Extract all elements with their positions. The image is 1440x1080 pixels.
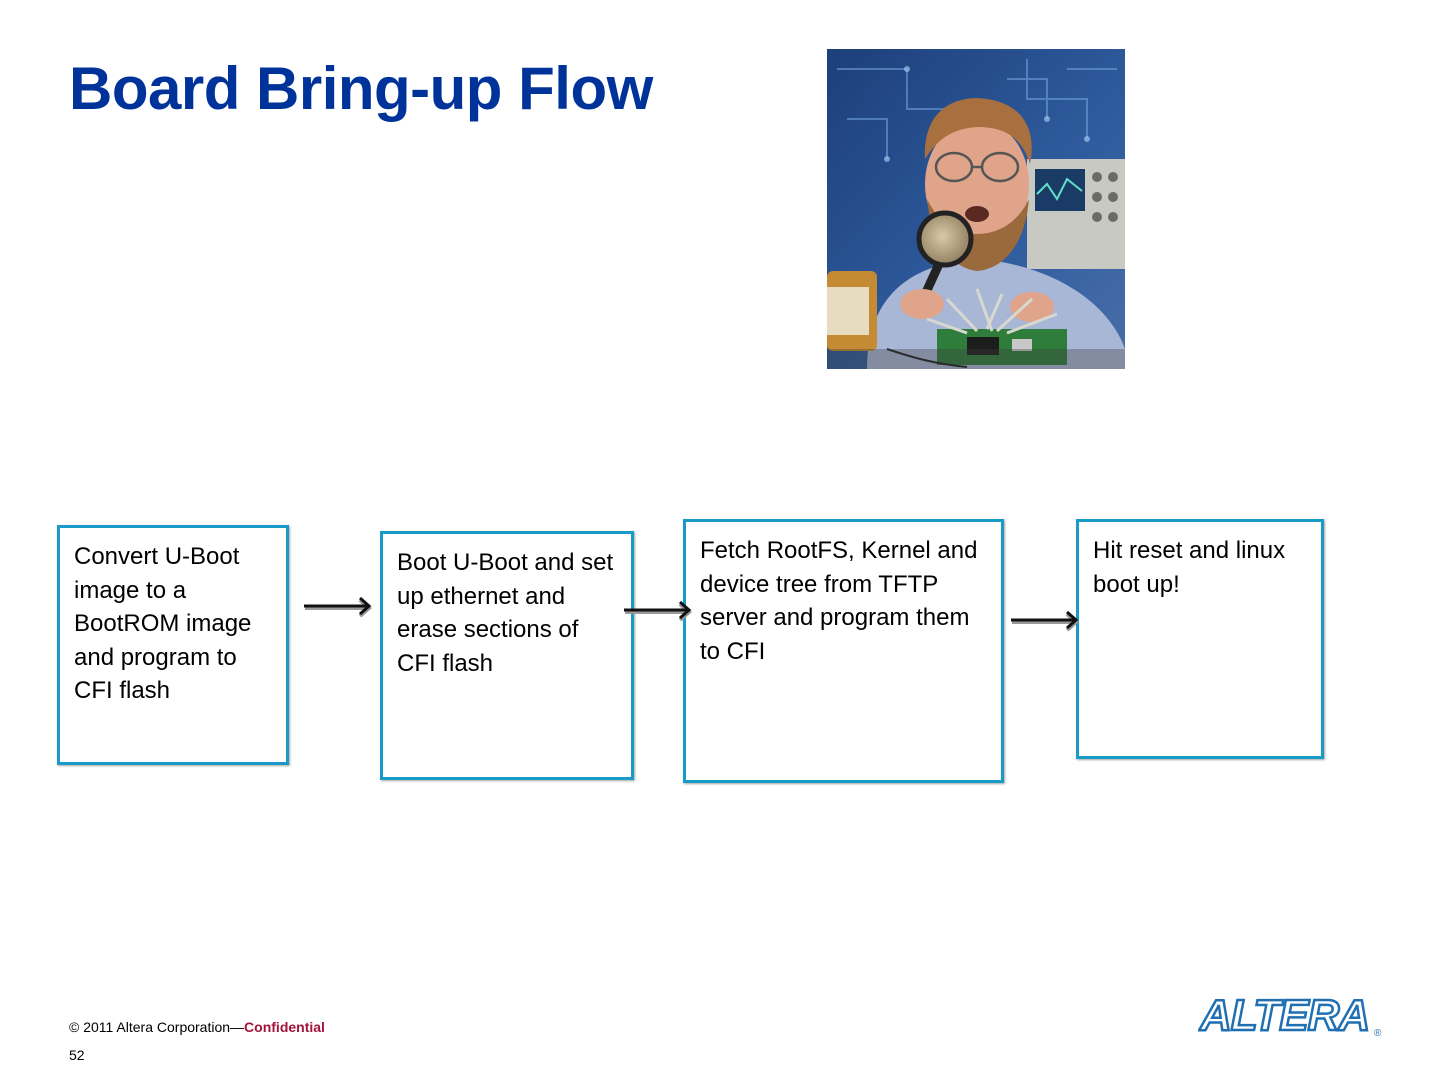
right-arrow-icon: [302, 594, 376, 618]
flow-step-4-box: Hit reset and linux boot up!: [1076, 519, 1324, 759]
right-arrow-icon: [622, 598, 696, 622]
registered-mark: ®: [1374, 1028, 1382, 1038]
page-number: 52: [69, 1047, 85, 1063]
logo-text: ALTERA: [1199, 992, 1369, 1038]
flow-step-2-box: Boot U-Boot and set up ethernet and eras…: [380, 531, 634, 780]
engineer-photo: [827, 49, 1125, 369]
right-arrow-icon: [1009, 608, 1083, 632]
flow-step-1-box: Convert U-Boot image to a BootROM image …: [57, 525, 289, 765]
altera-logo: ALTERA ®: [1198, 992, 1388, 1038]
copyright-text: © 2011 Altera Corporation—: [69, 1019, 244, 1035]
flow-step-3-box: Fetch RootFS, Kernel and device tree fro…: [683, 519, 1004, 783]
slide-title: Board Bring-up Flow: [69, 54, 653, 123]
confidential-label: Confidential: [244, 1019, 325, 1035]
copyright-footer: © 2011 Altera Corporation—Confidential: [69, 1019, 325, 1035]
